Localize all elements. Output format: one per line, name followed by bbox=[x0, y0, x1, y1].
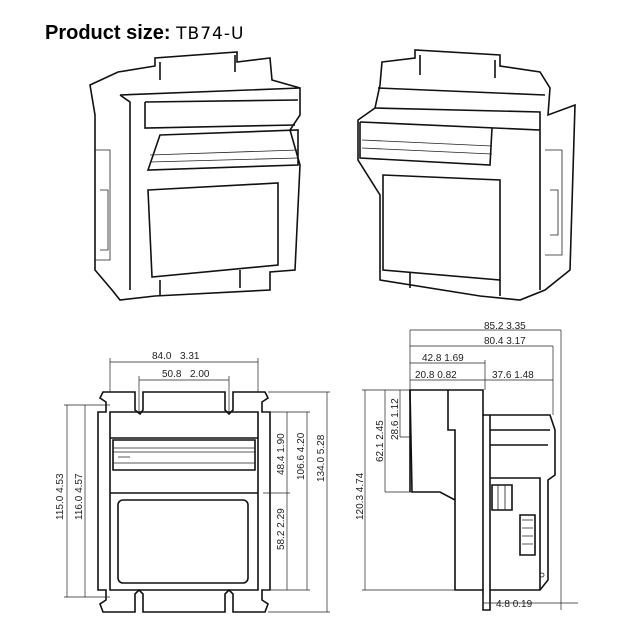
model-number: TB74-U bbox=[176, 24, 245, 44]
dim-lower: 58.2 2.29 bbox=[276, 508, 287, 550]
dim-body: 106.6 4.20 bbox=[296, 432, 307, 480]
dim-front-depth: 42.8 1.69 bbox=[422, 353, 464, 364]
dim-depth-total: 85.2 3.35 bbox=[484, 321, 526, 332]
dim-rear: 37.6 1.48 bbox=[492, 370, 534, 381]
dim-height-116: 116.0 4.57 bbox=[74, 473, 85, 520]
dim-height-115: 115.0 4.53 bbox=[55, 473, 66, 520]
title-label: Product size bbox=[45, 22, 164, 44]
dim-slot-spacing-in: 2.00 bbox=[190, 369, 210, 380]
front-view-dimensions: 84.0 3.31 50.8 2.00 115.0 4.53 116.0 4.5… bbox=[55, 351, 330, 613]
dim-step: 20.8 0.82 bbox=[415, 370, 457, 381]
dim-width-outer-in: 3.31 bbox=[180, 351, 200, 362]
page-title: Product size: TB74-U bbox=[45, 22, 244, 45]
title-separator: : bbox=[163, 22, 171, 44]
dim-width-outer: 84.0 bbox=[152, 351, 172, 362]
dim-top-step: 28.6 1.12 bbox=[390, 398, 401, 440]
side-view bbox=[409, 389, 556, 611]
perspective-view-right bbox=[357, 49, 576, 301]
front-view bbox=[97, 391, 271, 613]
dim-plate: 4.8 0.19 bbox=[496, 599, 533, 610]
dim-depth-body: 80.4 3.17 bbox=[484, 336, 526, 347]
perspective-view-left bbox=[89, 51, 301, 301]
dim-front-height: 62.1 2.45 bbox=[375, 420, 386, 462]
dim-slot-spacing: 50.8 bbox=[162, 369, 182, 380]
dim-upper: 48.4 1.90 bbox=[276, 433, 287, 475]
dim-height: 120.3 4.74 bbox=[355, 472, 366, 520]
side-view-dimensions: 85.2 3.35 80.4 3.17 42.8 1.69 20.8 0.82 … bbox=[355, 321, 578, 610]
dim-total: 134.0 5.28 bbox=[316, 434, 327, 482]
